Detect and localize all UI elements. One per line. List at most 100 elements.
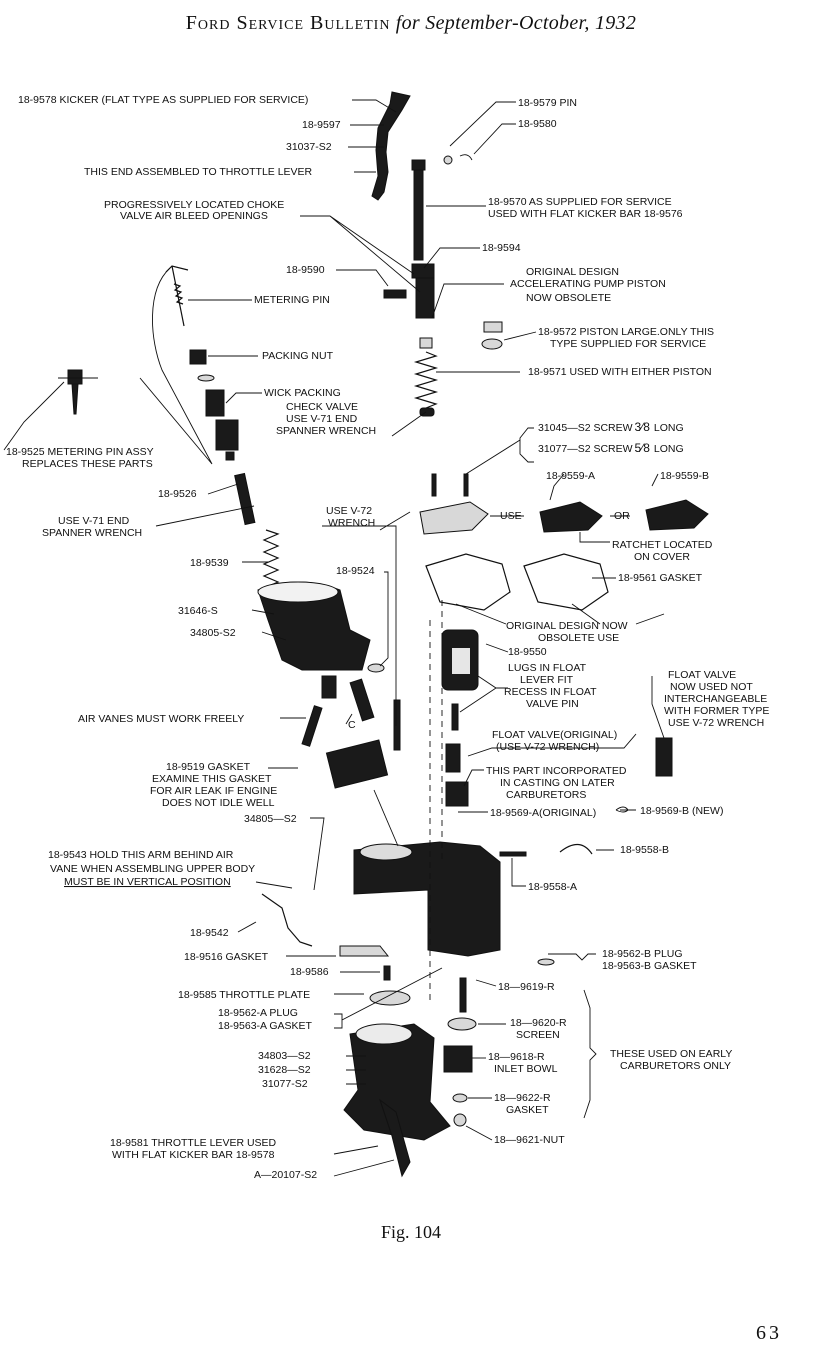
label-9618-a: 18—9618-R — [488, 1051, 545, 1063]
bowl-cover-part — [419, 473, 709, 535]
label-check-2: USE V-71 END — [286, 413, 358, 425]
screw-1-text: 31045—S2 SCREW — [538, 422, 633, 434]
label-9562-a: 18-9562-A PLUG — [218, 1007, 298, 1019]
label-inc-2: IN CASTING ON LATER — [500, 777, 615, 789]
label-9585: 18-9585 THROTTLE PLATE — [178, 989, 310, 1001]
gaskets-part — [425, 553, 609, 611]
label-9569-b: 18-9569-B (NEW) — [640, 805, 723, 817]
label-lugs-1: LUGS IN FLOAT — [508, 662, 587, 674]
label-choke-2: VALVE AIR BLEED OPENINGS — [120, 210, 268, 222]
screw-1-fraction: 3⁄8 — [635, 420, 651, 434]
label-packing-nut: PACKING NUT — [262, 350, 334, 362]
label-34803: 34803—S2 — [258, 1050, 311, 1062]
label-check-3: SPANNER WRENCH — [276, 425, 376, 437]
header-title: Ford Service Bulletin — [185, 12, 391, 34]
gasket-9519-part — [325, 739, 389, 789]
label-a20107: A—20107-S2 — [254, 1169, 317, 1181]
metering-pin-bracket — [139, 267, 213, 465]
label-9581-b: WITH FLAT KICKER BAR 18-9578 — [112, 1149, 275, 1161]
label-9569-a: 18-9569-A(ORIGINAL) — [490, 807, 596, 819]
label-9543-a: 18-9543 HOLD THIS ARM BEHIND AIR — [48, 849, 234, 861]
label-31628: 31628—S2 — [258, 1064, 311, 1076]
label-34805-a: 34805-S2 — [190, 627, 236, 639]
label-orig-2: ACCELERATING PUMP PISTON — [510, 278, 666, 290]
label-9519-a: 18-9519 GASKET — [166, 761, 251, 773]
label-9622-b: GASKET — [506, 1104, 549, 1116]
label-9570-b: USED WITH FLAT KICKER BAR 18-9576 — [488, 208, 683, 220]
label-9525-b: REPLACES THESE PARTS — [22, 458, 153, 470]
label-ratchet-1: RATCHET LOCATED — [612, 539, 713, 551]
label-9597: 18-9597 — [302, 119, 341, 131]
label-9570-a: 18-9570 AS SUPPLIED FOR SERVICE — [488, 196, 672, 208]
label-kicker: 18-9578 KICKER (FLAT TYPE AS SUPPLIED FO… — [18, 94, 308, 106]
label-orig-1: ORIGINAL DESIGN — [526, 266, 619, 278]
label-9581-a: 18-9581 THROTTLE LEVER USED — [110, 1137, 277, 1149]
label-9571: 18-9571 USED WITH EITHER PISTON — [528, 366, 712, 378]
label-fv-3: INTERCHANGEABLE — [664, 693, 767, 705]
label-wick: WICK PACKING — [264, 387, 341, 399]
label-9525-a: 18-9525 METERING PIN ASSY — [6, 446, 154, 458]
label-obsolete-1: ORIGINAL DESIGN NOW — [506, 620, 628, 632]
label-9590: 18-9590 — [286, 264, 325, 276]
air-vanes-part — [301, 663, 401, 751]
label-fvo-2: (USE V-72 WRENCH) — [496, 741, 599, 753]
label-9562-b: 18-9562-B PLUG — [602, 948, 683, 960]
label-early-2: CARBURETORS ONLY — [620, 1060, 731, 1072]
page-header: Ford Service Bulletin for September-Octo… — [0, 12, 822, 35]
label-fvo-1: FLOAT VALVE(ORIGINAL) — [492, 729, 617, 741]
label-choke-1: PROGRESSIVELY LOCATED CHOKE — [104, 199, 284, 211]
label-9559-b: 18-9559-B — [660, 470, 709, 482]
label-9542: 18-9542 — [190, 927, 229, 939]
label-9524: 18-9524 — [336, 565, 375, 577]
label-31037: 31037-S2 — [286, 141, 332, 153]
label-9563-a: 18-9563-A GASKET — [218, 1020, 313, 1032]
label-9519-c: FOR AIR LEAK IF ENGINE — [150, 785, 277, 797]
metering-pin-assy-part — [58, 369, 98, 415]
label-9594: 18-9594 — [482, 242, 521, 254]
label-air-vanes: AIR VANES MUST WORK FREELY — [78, 713, 244, 725]
throttle-body-part — [343, 1023, 451, 1178]
screw-2-end: LONG — [654, 443, 684, 455]
label-orig-3: NOW OBSOLETE — [526, 292, 611, 304]
air-horn-body-part — [257, 581, 371, 671]
label-early-1: THESE USED ON EARLY — [610, 1048, 732, 1060]
label-9558-b: 18-9558-B — [620, 844, 669, 856]
label-34805-b: 34805—S2 — [244, 813, 297, 825]
pump-rod-part — [411, 154, 473, 261]
pump-spring-part — [413, 351, 439, 417]
metering-spring-part — [262, 529, 280, 595]
label-9539: 18-9539 — [190, 557, 229, 569]
label-c: C — [348, 719, 356, 731]
label-check-1: CHECK VALVE — [286, 401, 358, 413]
screw-2-fraction: 5⁄8 — [635, 441, 651, 455]
leader-lines — [3, 99, 665, 1177]
label-lugs-4: VALVE PIN — [526, 698, 579, 710]
label-9618-b: INLET BOWL — [494, 1063, 558, 1075]
label-9621: 18—9621-NUT — [494, 1134, 565, 1146]
label-v71-a: USE V-71 END — [58, 515, 130, 527]
label-9563-b: 18-9563-B GASKET — [602, 960, 697, 972]
label-ratchet-2: ON COVER — [634, 551, 690, 563]
label-fv-1: FLOAT VALVE — [668, 669, 736, 681]
label-v71-b: SPANNER WRENCH — [42, 527, 142, 539]
label-obsolete-2: OBSOLETE USE — [538, 632, 619, 644]
label-fv-4: WITH FORMER TYPE — [664, 705, 769, 717]
label-9519-d: DOES NOT IDLE WELL — [162, 797, 275, 809]
label-v72-a: USE V-72 — [326, 505, 372, 517]
screw-2-text: 31077—S2 SCREW — [538, 443, 633, 455]
small-parts-mid — [261, 843, 593, 1127]
label-v72-b: WRENCH — [328, 517, 375, 529]
figure-caption: Fig. 104 — [380, 1222, 441, 1242]
label-9561: 18-9561 GASKET — [618, 572, 703, 584]
label-9619: 18—9619-R — [498, 981, 555, 993]
label-9543-b: VANE WHEN ASSEMBLING UPPER BODY — [50, 863, 255, 875]
label-31077: 31077-S2 — [262, 1078, 308, 1090]
label-9580: 18-9580 — [518, 118, 557, 130]
label-or: OR — [614, 510, 630, 522]
label-lugs-2: LEVER FIT — [520, 674, 574, 686]
float-part — [441, 629, 479, 731]
label-9559-a: 18-9559-A — [546, 470, 595, 482]
main-body-part — [353, 841, 501, 957]
page-number: 63 — [756, 1322, 782, 1344]
label-9558-a: 18-9558-A — [528, 881, 577, 893]
